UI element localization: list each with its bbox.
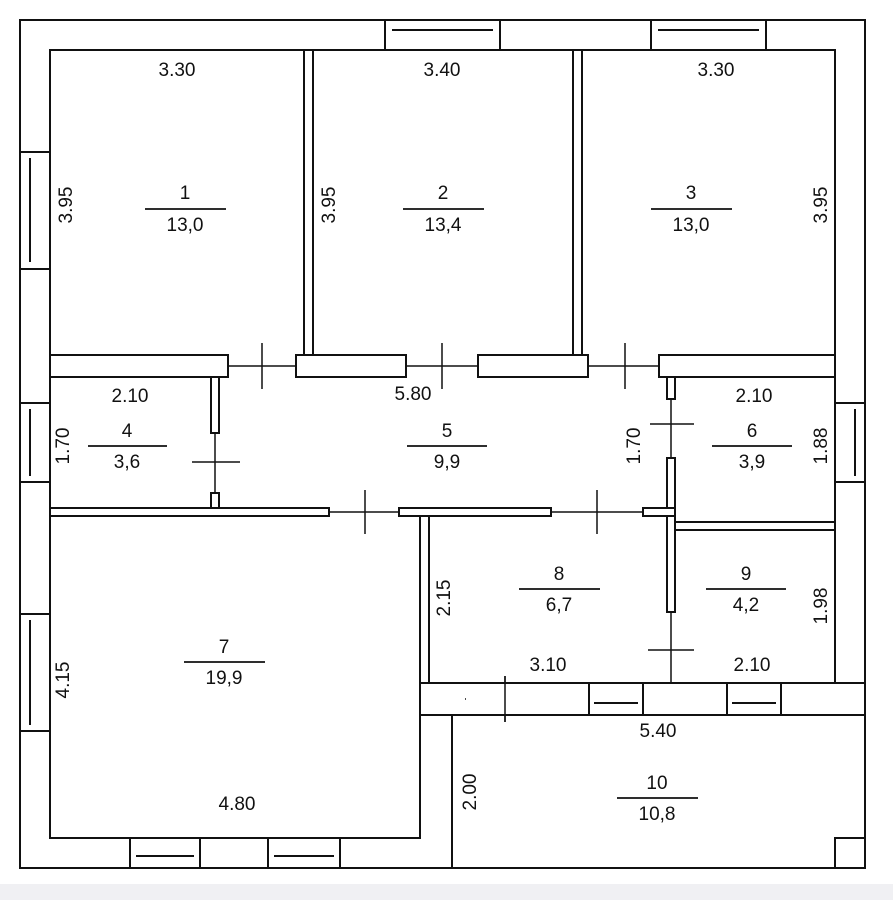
dim-room4-width: 2.10 [112,386,149,407]
dim-room2-width: 3.40 [424,60,461,81]
partition-1-2 [303,49,314,356]
room-label-2: 2 13,4 [403,183,484,236]
partition-6-9 [674,521,836,531]
room-area: 6,7 [546,595,572,616]
room-number: 6 [747,421,758,442]
dim-room3-height: 3.95 [811,187,832,224]
dim-room9-height: 1.98 [811,588,832,625]
room-area: 4,2 [733,595,759,616]
room-label-6: 6 3,9 [712,421,792,473]
partition-h-mid1 [295,354,407,378]
room-number: 5 [442,421,453,442]
dim-room8-height: 2.15 [434,580,455,617]
partition-8-9 [666,515,676,613]
room-label-4: 4 3,6 [88,421,167,473]
room-area: 13,4 [425,215,462,236]
window-top-2 [384,19,501,51]
room-area: 3,6 [114,452,140,473]
dim-room6-width: 2.10 [736,386,773,407]
partition-h2-mid [398,507,552,517]
room-area: 13,0 [167,215,204,236]
room-label-9: 9 4,2 [706,564,786,616]
outer-wall [19,19,866,869]
partition-h-right [658,354,836,378]
room-area: 10,8 [639,804,676,825]
room-label-7: 7 19,9 [184,637,265,689]
bottom-bar [0,884,893,900]
room-number: 10 [646,773,667,794]
terrace-post [834,837,866,869]
dim-room8-width: 3.10 [530,655,567,676]
room-number: 2 [438,183,449,204]
partition-5-6 [666,376,676,400]
window-top-3 [650,19,767,51]
window-bottom-9 [726,682,782,716]
room-area: 19,9 [206,668,243,689]
room-number: 9 [741,564,752,585]
window-bottom-7a [129,837,201,869]
dim-room2-height: 3.95 [319,187,340,224]
room-label-3: 3 13,0 [651,183,732,236]
dim-room9-width: 2.10 [734,655,771,676]
window-left-1 [19,151,51,270]
room-number: 7 [219,637,230,658]
dim-terrace-width: 5.40 [640,721,677,742]
terrace-door-gap [466,684,542,714]
dim-hall-height: 1.70 [624,428,645,465]
room-number: 4 [122,421,133,442]
partition-4-5 [210,376,220,434]
dim-room3-width: 3.30 [698,60,735,81]
room-label-5: 5 9,9 [407,421,487,473]
room-number: 1 [180,183,191,204]
dim-room7-height: 4.15 [53,662,74,699]
window-right-6 [834,402,866,483]
dim-room6-height: 1.88 [811,428,832,465]
window-left-7 [19,613,51,732]
dim-hall-width: 5.80 [395,384,432,405]
room-label-1: 1 13,0 [145,183,226,236]
window-bottom-8 [588,682,644,716]
window-bottom-7b [267,837,341,869]
room-number: 8 [554,564,565,585]
dim-room7-width: 4.80 [219,794,256,815]
partition-2-3 [572,49,583,356]
room-area: 13,0 [673,215,710,236]
room-number: 3 [686,183,697,204]
partition-h-left [49,354,229,378]
dim-room1-height: 3.95 [56,187,77,224]
partition-h-mid2 [477,354,589,378]
partition-7-8 [419,515,430,684]
room-label-10: 10 10,8 [617,773,698,825]
dim-room1-width: 3.30 [159,60,196,81]
window-left-4 [19,402,51,483]
room-label-8: 8 6,7 [519,564,600,616]
dim-terrace-height: 2.00 [460,774,481,811]
partition-h2-left [49,507,330,517]
room-area: 3,9 [739,452,765,473]
partition-h2-right [642,507,676,517]
room-area: 9,9 [434,452,460,473]
dim-room4-height: 1.70 [53,428,74,465]
